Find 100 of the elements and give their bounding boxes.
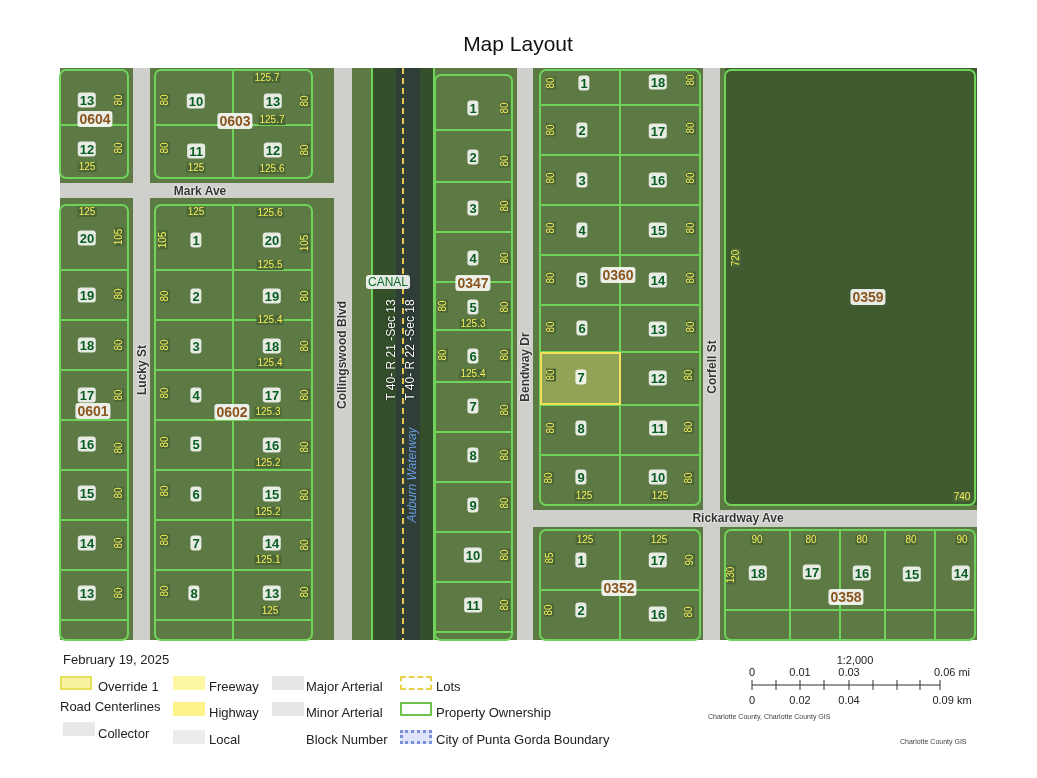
lot-number: 13 bbox=[262, 585, 282, 601]
lot-dimension: 105 bbox=[158, 230, 168, 250]
lot-dimension: 80 bbox=[500, 448, 510, 462]
legend-text: Lots bbox=[436, 679, 461, 693]
lot-number: 3 bbox=[190, 338, 202, 354]
lot-number: 15 bbox=[648, 222, 668, 238]
section-line-label: T 40- R 21 -Sec 13 bbox=[385, 299, 397, 401]
lot-dimension: 105 bbox=[300, 233, 310, 253]
lot-dimension: 80 bbox=[686, 171, 696, 185]
street-name: Corfell St bbox=[706, 340, 718, 394]
scale-label: 0.01 bbox=[789, 666, 811, 678]
lot-number: 15 bbox=[77, 485, 97, 501]
lot-dimension: 80 bbox=[160, 141, 170, 155]
lot-number: 8 bbox=[467, 447, 479, 463]
lot-dimension: 80 bbox=[686, 73, 696, 87]
lot-dimension: 125.1 bbox=[254, 555, 282, 565]
lot-number: 4 bbox=[190, 387, 202, 403]
lot-dimension: 80 bbox=[500, 403, 510, 417]
lot-number: 19 bbox=[77, 287, 97, 303]
lot-number: 1 bbox=[190, 232, 202, 248]
lot-dimension: 80 bbox=[804, 535, 818, 545]
lot-dimension: 80 bbox=[114, 388, 124, 402]
lot-number: 1 bbox=[467, 100, 479, 116]
block-number: 0358 bbox=[828, 589, 864, 605]
lot-dimension: 80 bbox=[300, 94, 310, 108]
scale-label: 0 bbox=[748, 666, 756, 678]
legend-text: Property Ownership bbox=[436, 705, 551, 719]
scale-label: 0.04 bbox=[838, 694, 860, 706]
lot-number: 18 bbox=[262, 338, 282, 354]
lot-dimension: 80 bbox=[855, 535, 869, 545]
lot-number: 20 bbox=[262, 232, 282, 248]
lot-dimension: 80 bbox=[300, 538, 310, 552]
legend-text: Major Arterial bbox=[306, 679, 383, 693]
lot-dimension: 125.6 bbox=[258, 164, 286, 174]
lot-number: 12 bbox=[648, 370, 668, 386]
street-name: Lucky St bbox=[136, 345, 148, 395]
lot-number: 5 bbox=[467, 299, 479, 315]
legend-text: City of Punta Gorda Boundary bbox=[436, 732, 610, 746]
lot-dimension: 80 bbox=[544, 471, 554, 485]
lot-dimension: 125 bbox=[575, 535, 595, 545]
lot-dimension: 125.7 bbox=[253, 73, 281, 83]
legend-text: Collector bbox=[98, 726, 150, 740]
lot-dimension: 80 bbox=[684, 605, 694, 619]
lot-number: 9 bbox=[467, 497, 479, 513]
lot-number: 17 bbox=[262, 387, 282, 403]
lot-dimension: 80 bbox=[684, 471, 694, 485]
lot-number: 13 bbox=[77, 92, 97, 108]
street-name: Mark Ave bbox=[173, 185, 227, 197]
lot-dimension: 80 bbox=[160, 289, 170, 303]
scale-label: 0.03 bbox=[838, 666, 860, 678]
lot-dimension: 80 bbox=[114, 338, 124, 352]
lot-dimension: 85 bbox=[545, 551, 555, 565]
block-number: 0603 bbox=[217, 113, 253, 129]
map-title: Map Layout bbox=[463, 33, 573, 54]
lot-dimension: 80 bbox=[160, 338, 170, 352]
lot-number: 17 bbox=[802, 564, 822, 580]
lot-number: 3 bbox=[467, 200, 479, 216]
lot-dimension: 80 bbox=[114, 93, 124, 107]
lot-dimension: 80 bbox=[160, 386, 170, 400]
lot-number: 11 bbox=[464, 597, 482, 613]
lot-number: 18 bbox=[748, 565, 768, 581]
block-number: 0604 bbox=[77, 111, 113, 127]
lot-dimension: 80 bbox=[686, 121, 696, 135]
lot-dimension: 80 bbox=[684, 368, 694, 382]
lot-dimension: 80 bbox=[684, 420, 694, 434]
lot-dimension: 80 bbox=[114, 287, 124, 301]
lot-dimension: 80 bbox=[546, 76, 556, 90]
lot-dimension: 125.5 bbox=[256, 260, 284, 270]
lot-dimension: 125 bbox=[650, 491, 670, 501]
lot-dimension: 80 bbox=[438, 348, 448, 362]
lot-dimension: 130 bbox=[726, 565, 736, 585]
lot-dimension: 80 bbox=[160, 93, 170, 107]
lot-number: 12 bbox=[263, 142, 283, 158]
scale-label: 1:2,000 bbox=[836, 654, 874, 666]
lot-number: 7 bbox=[575, 369, 587, 385]
lot-dimension: 80 bbox=[546, 368, 556, 382]
lot-number: 16 bbox=[262, 437, 282, 453]
lot-dimension: 80 bbox=[686, 221, 696, 235]
lot-dimension: 80 bbox=[300, 440, 310, 454]
lot-number: 2 bbox=[190, 288, 202, 304]
lot-number: 2 bbox=[467, 149, 479, 165]
lot-number: 17 bbox=[648, 552, 668, 568]
lot-number: 15 bbox=[262, 486, 282, 502]
lot-number: 9 bbox=[575, 469, 587, 485]
lot-dimension: 125.3 bbox=[254, 407, 282, 417]
lot-dimension: 80 bbox=[160, 584, 170, 598]
lot-dimension: 80 bbox=[500, 548, 510, 562]
lot-number: 4 bbox=[576, 222, 588, 238]
lot-dimension: 125 bbox=[649, 535, 669, 545]
lot-number: 6 bbox=[467, 348, 479, 364]
lot-dimension: 90 bbox=[685, 553, 695, 567]
lot-dimension: 80 bbox=[500, 496, 510, 510]
lot-number: 16 bbox=[648, 172, 668, 188]
lot-dimension: 80 bbox=[904, 535, 918, 545]
block-number: 0360 bbox=[600, 267, 636, 283]
lot-dimension: 90 bbox=[750, 535, 764, 545]
lot-number: 10 bbox=[648, 469, 668, 485]
lot-dimension: 80 bbox=[114, 536, 124, 550]
lot-number: 1 bbox=[578, 75, 590, 91]
lot-number: 13 bbox=[648, 321, 668, 337]
